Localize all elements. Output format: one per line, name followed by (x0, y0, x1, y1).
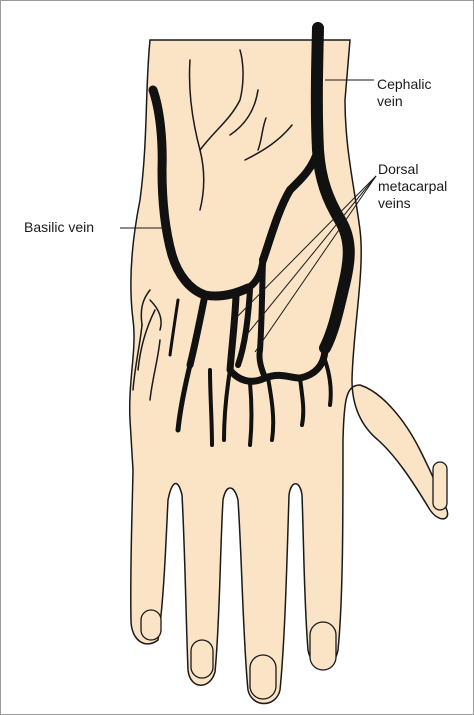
basilic-vein-label-line-1: Basilic vein (24, 219, 94, 236)
nail-ring (191, 640, 213, 678)
dorsal-label-line-1: Dorsal (378, 161, 447, 178)
nail-thumb (433, 462, 447, 510)
dorsal-metacarpal-veins-label: Dorsal metacarpal veins (378, 161, 447, 212)
cephalic-vein-label-line-1: Cephalic (377, 76, 431, 93)
hand-silhouette (130, 40, 448, 704)
basilic-vein-label: Basilic vein (24, 219, 94, 236)
nail-index (310, 622, 336, 670)
nail-middle (250, 655, 276, 699)
cephalic-vein-label: Cephalic vein (377, 76, 431, 110)
dorsal-label-line-3: veins (378, 195, 447, 212)
cephalic-vein-label-line-2: vein (377, 93, 431, 110)
nail-little (141, 610, 161, 640)
dorsal-label-line-2: metacarpal (378, 178, 447, 195)
hand-vein-illustration (10, 8, 470, 708)
